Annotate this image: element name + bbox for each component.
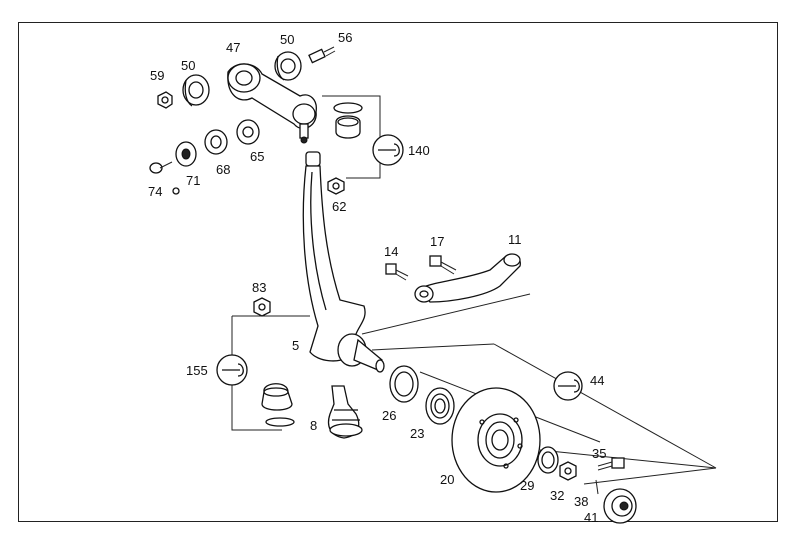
callout-32: 32 [550, 488, 564, 503]
callout-29: 29 [520, 478, 534, 493]
callout-44: 44 [590, 373, 604, 388]
bolt-14 [385, 263, 409, 281]
nut-59 [157, 91, 173, 109]
ball-joint-boot [261, 383, 295, 427]
washer-71 [175, 141, 197, 167]
nut-62 [327, 177, 345, 195]
callout-68: 68 [216, 162, 230, 177]
bolt-56 [308, 46, 336, 64]
callout-23: 23 [410, 426, 424, 441]
leader-hub-bottom [539, 449, 717, 469]
callout-50-right: 50 [280, 32, 294, 47]
wrench-icon-140 [372, 134, 404, 166]
callout-140: 140 [408, 143, 430, 158]
seal-26 [389, 365, 419, 403]
wrench-icon-155 [216, 354, 248, 386]
callout-59: 59 [150, 68, 164, 83]
callout-8: 8 [310, 418, 317, 433]
callout-56: 56 [338, 30, 352, 45]
leader-steering-arm [361, 293, 531, 335]
diagram-frame [18, 22, 778, 522]
nut-83 [253, 297, 271, 317]
callout-41: 41 [584, 510, 598, 525]
leader-hub-cap [583, 467, 717, 485]
callout-17: 17 [430, 234, 444, 249]
bearing-29 [537, 446, 559, 474]
bearing-23 [425, 387, 455, 425]
steering-knuckle [302, 151, 385, 373]
callout-5: 5 [292, 338, 299, 353]
callout-155: 155 [186, 363, 208, 378]
callout-83: 83 [252, 280, 266, 295]
lower-ball-joint [327, 385, 363, 439]
callout-11: 11 [508, 232, 522, 247]
bracket-155 [231, 316, 282, 431]
callout-74: 74 [148, 184, 162, 199]
bushing-50-right [274, 51, 302, 81]
upper-control-arm [227, 63, 317, 144]
nut-32 [559, 461, 577, 481]
washer-68 [204, 129, 228, 155]
callout-50-left: 50 [181, 58, 195, 73]
callout-35: 35 [592, 446, 606, 461]
callout-65: 65 [250, 149, 264, 164]
callout-26: 26 [382, 408, 396, 423]
callout-47: 47 [226, 40, 240, 55]
pin-38 [595, 479, 599, 495]
wrench-icon-44 [553, 371, 583, 401]
callout-62: 62 [332, 199, 346, 214]
leader-hub-diagonal [493, 343, 717, 469]
steering-arm [414, 253, 521, 303]
hub-cap-41 [603, 488, 637, 524]
callout-71: 71 [186, 173, 200, 188]
callout-38: 38 [574, 494, 588, 509]
bushing-65 [236, 119, 260, 145]
leader-hub-top [371, 343, 495, 351]
callout-14: 14 [384, 244, 398, 259]
bolt-74 [149, 161, 180, 195]
ball-joint-cup [333, 102, 363, 139]
bolt-17 [429, 255, 457, 275]
bolt-35 [597, 457, 625, 471]
brake-disc [451, 387, 541, 493]
callout-20: 20 [440, 472, 454, 487]
bushing-50-left [182, 74, 210, 107]
